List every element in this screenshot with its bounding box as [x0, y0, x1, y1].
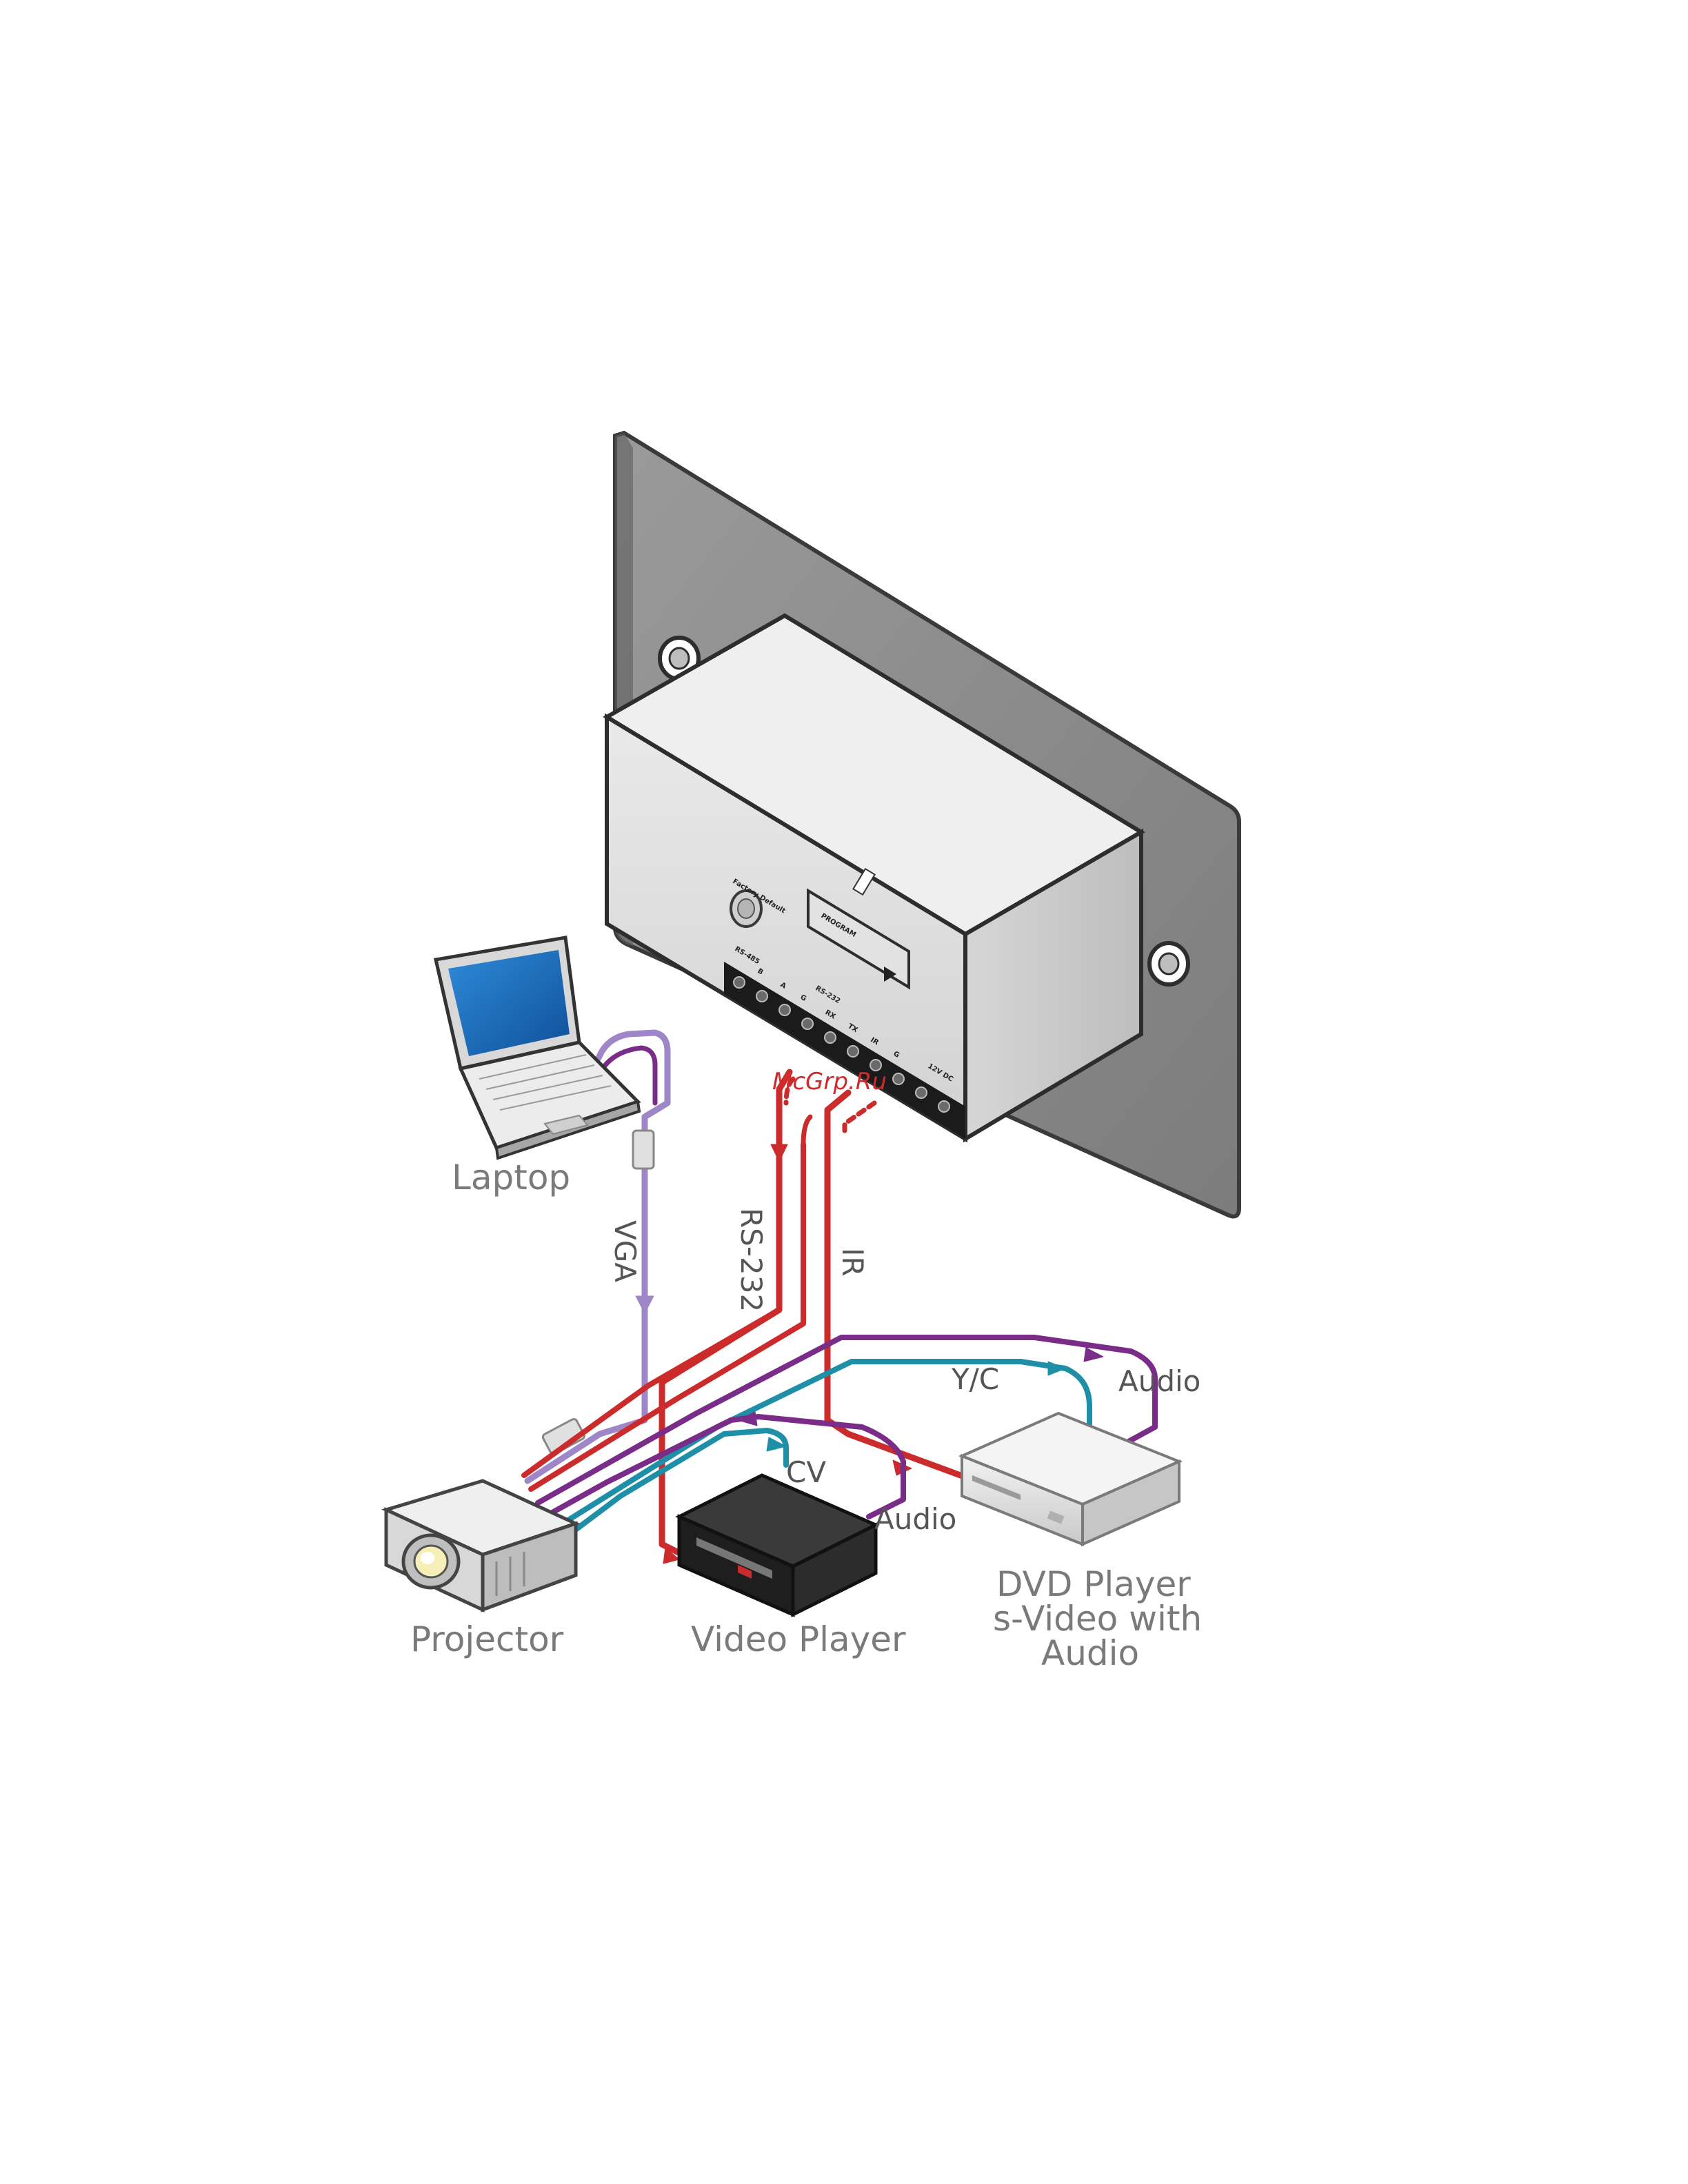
label-video-player: Video Player: [691, 1619, 906, 1659]
laptop-icon: [436, 938, 639, 1158]
label-cv: CV: [786, 1455, 826, 1489]
label-audio-dvd: Audio: [1118, 1364, 1200, 1398]
label-ir: IR: [836, 1248, 870, 1277]
controller-box: Factory Default PROGRAM: [607, 616, 1141, 1139]
label-audio-video-player: Audio: [874, 1502, 956, 1536]
label-dvd-line3: Audio: [1041, 1633, 1139, 1673]
watermark: McGrp.Ru: [772, 1068, 887, 1095]
label-vga: VGA: [608, 1220, 642, 1282]
video-player-icon: [679, 1475, 876, 1615]
label-projector: Projector: [410, 1619, 564, 1659]
label-yc: Y/C: [951, 1362, 999, 1396]
label-laptop: Laptop: [452, 1157, 570, 1197]
mounting-hole-right: [1149, 943, 1188, 984]
label-rs232: RS-232: [734, 1208, 768, 1312]
